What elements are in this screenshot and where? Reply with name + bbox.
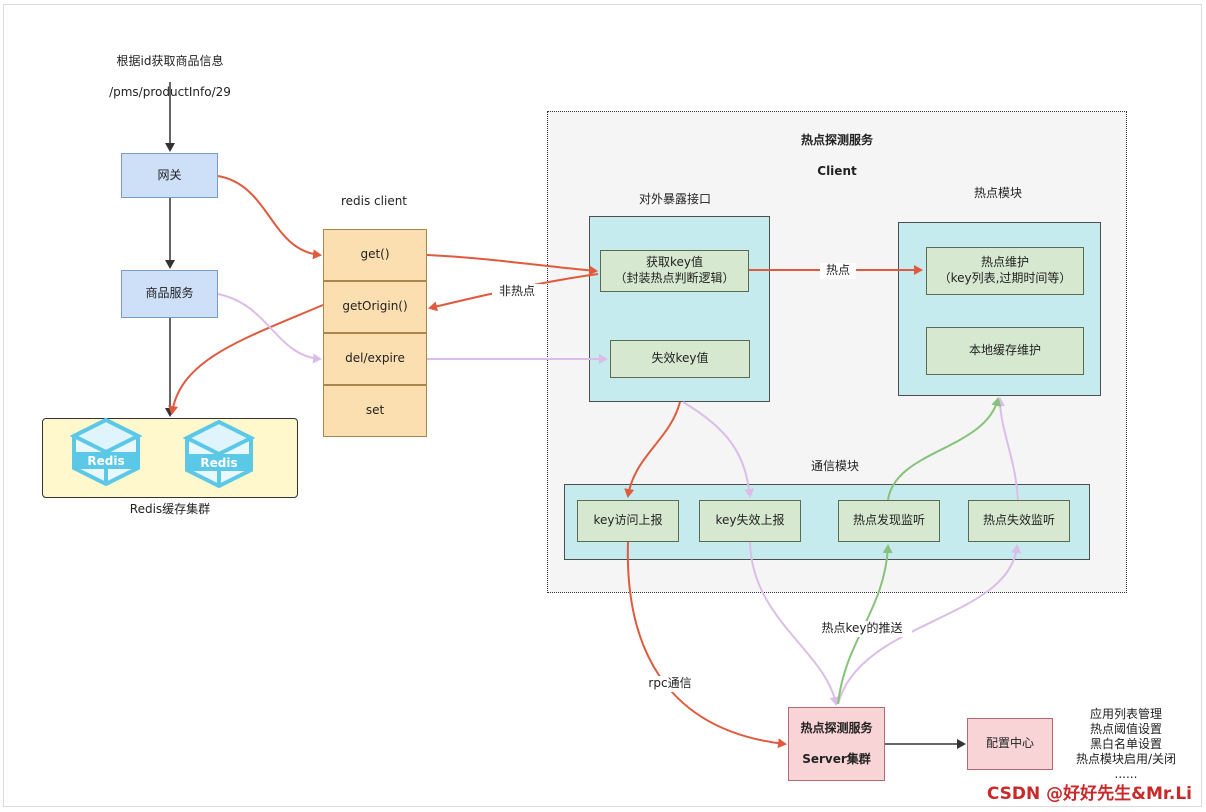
config-features-list: 应用列表管理 热点阈值设置 黑白名单设置 热点模块启用/关闭 ...... bbox=[1066, 707, 1186, 782]
hot-discover-listener-box[interactable]: 热点发现监听 bbox=[838, 500, 940, 542]
edge-label-non-hot: 非热点 bbox=[492, 284, 542, 300]
config-center-box[interactable]: 配置中心 bbox=[967, 718, 1053, 770]
method-get-origin[interactable]: getOrigin() bbox=[323, 281, 427, 333]
get-key-box[interactable]: 获取key值 （封装热点判断逻辑） bbox=[600, 250, 749, 292]
arrow-invalid-report-to-server bbox=[749, 541, 840, 706]
arrow-gateway-to-get bbox=[217, 175, 322, 260]
redis-cube-text-2: Redis bbox=[200, 456, 237, 470]
feature-item: 热点阈值设置 bbox=[1089, 722, 1162, 736]
arrow-get-to-getkey bbox=[426, 254, 598, 276]
key-invalid-report-box[interactable]: key失效上报 bbox=[699, 500, 801, 542]
redis-cube-icon: Redis bbox=[183, 419, 255, 488]
feature-item: 热点模块启用/关闭 bbox=[1075, 752, 1177, 766]
hot-invalid-listener-box[interactable]: 热点失效监听 bbox=[968, 500, 1070, 542]
gateway-box[interactable]: 网关 bbox=[121, 153, 218, 198]
arrow-discover-listener-to-module bbox=[887, 397, 1002, 501]
server-line1: 热点探测服务 bbox=[800, 720, 873, 735]
hotspot-maintain-box[interactable]: 热点维护 （key列表,过期时间等） bbox=[926, 247, 1084, 295]
hotspot-module-title: 热点模块 bbox=[973, 186, 1022, 200]
redis-cluster-label: Redis缓存集群 bbox=[129, 502, 211, 516]
diagram-frame bbox=[3, 4, 1202, 807]
server-line2: Server集群 bbox=[802, 751, 871, 766]
local-cache-box[interactable]: 本地缓存维护 bbox=[926, 327, 1084, 375]
edge-label-push: 热点key的推送 bbox=[812, 621, 912, 637]
key-access-report-box[interactable]: key访问上报 bbox=[577, 500, 679, 542]
arrow-server-to-invalid-listener bbox=[837, 544, 1022, 705]
arrow-service-to-delexpire bbox=[217, 293, 322, 364]
edge-label-rpc: rpc通信 bbox=[640, 676, 700, 692]
method-get[interactable]: get() bbox=[323, 229, 427, 281]
arrow-invalid-listener-to-module bbox=[995, 397, 1019, 501]
exposed-api-title: 对外暴露接口 bbox=[638, 192, 711, 206]
arrow-access-report-to-server bbox=[626, 541, 787, 749]
redis-cube-icon: Redis bbox=[70, 417, 142, 486]
client-title-line1: 热点探测服务 bbox=[800, 132, 873, 147]
client-title: 热点探测服务 Client bbox=[747, 117, 927, 195]
feature-item: ...... bbox=[1114, 767, 1138, 781]
method-set[interactable]: set bbox=[323, 385, 427, 437]
product-service-box[interactable]: 商品服务 bbox=[121, 270, 218, 318]
redis-client-title: redis client bbox=[340, 194, 408, 208]
feature-item: 应用列表管理 bbox=[1089, 707, 1162, 721]
comm-module-title: 通信模块 bbox=[810, 459, 859, 473]
hotspot-server-box[interactable]: 热点探测服务 Server集群 bbox=[788, 707, 885, 781]
client-title-line2: Client bbox=[817, 163, 857, 178]
redis-cube-text-1: Redis bbox=[87, 454, 124, 468]
watermark: CSDN @好好先生&Mr.Li bbox=[986, 784, 1192, 804]
arrow-getorigin-to-redis bbox=[168, 304, 324, 415]
invalidate-key-box[interactable]: 失效key值 bbox=[610, 340, 750, 378]
edge-label-hot: 热点 bbox=[820, 263, 856, 279]
feature-item: 黑白名单设置 bbox=[1089, 737, 1162, 751]
arrow-api-to-invalid-report bbox=[682, 401, 755, 498]
arrow-api-to-access-report bbox=[624, 401, 681, 498]
method-del-expire[interactable]: del/expire bbox=[323, 333, 427, 385]
request-line1: 根据id获取商品信息 bbox=[116, 53, 224, 68]
server-text: 热点探测服务 Server集群 bbox=[800, 705, 872, 783]
